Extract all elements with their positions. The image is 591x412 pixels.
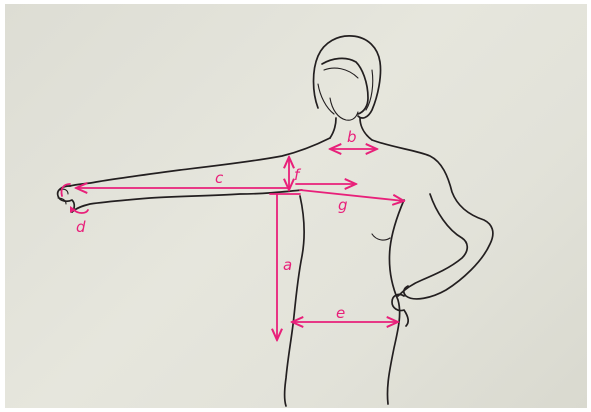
label-e: e [336, 304, 345, 322]
neck-right [360, 118, 372, 140]
label-c: c [215, 169, 224, 187]
measurements: b f c g a e d [61, 128, 404, 340]
label-a: a [283, 256, 292, 274]
measure-line-g [300, 190, 404, 201]
hair-outline [314, 36, 381, 118]
torso-right [387, 200, 404, 404]
label-b: b [347, 128, 357, 146]
figure-outline [58, 36, 493, 406]
face-outline [330, 98, 358, 120]
hair-fringe [322, 58, 368, 114]
right-arm-inner [398, 194, 467, 296]
chest-line [372, 234, 390, 240]
label-f: f [294, 166, 302, 184]
neck-left [330, 118, 336, 138]
arm-bottom [72, 190, 302, 212]
label-d: d [76, 218, 86, 236]
label-g: g [338, 196, 348, 214]
torso-left [285, 196, 305, 406]
arm-top [70, 138, 330, 186]
